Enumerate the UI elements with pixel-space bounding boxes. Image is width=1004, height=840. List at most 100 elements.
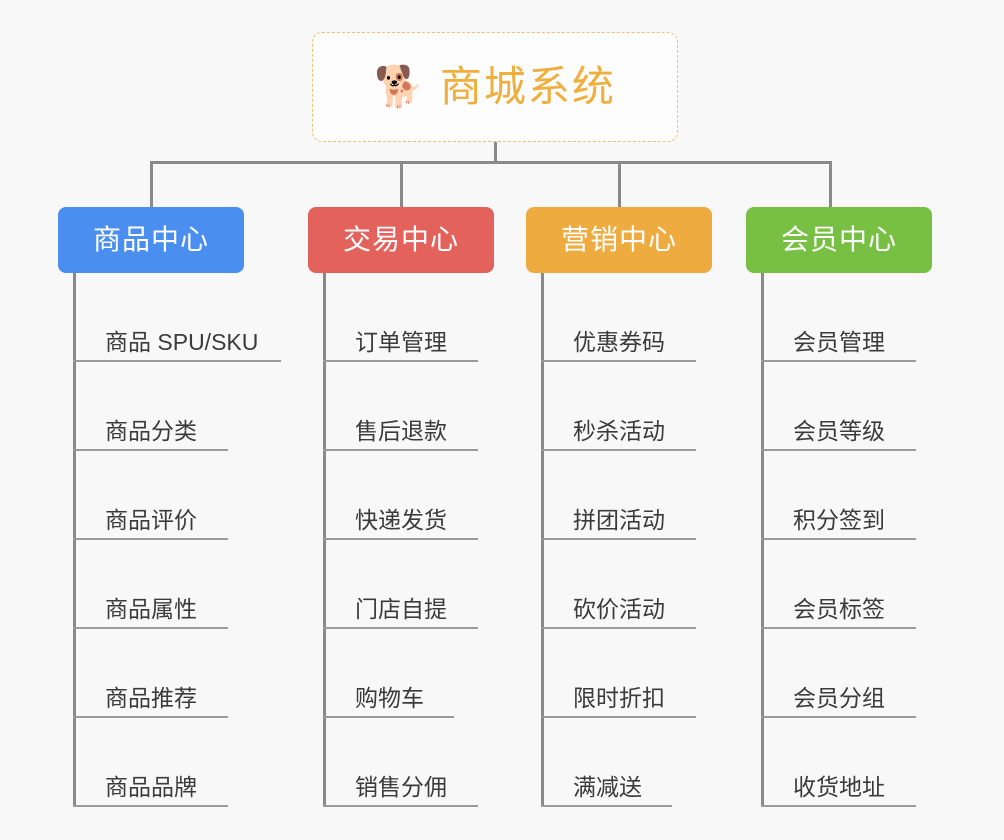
leaf-label: 商品 SPU/SKU (105, 329, 259, 355)
leaf-label: 砍价活动 (573, 596, 665, 622)
leaf-rule (73, 538, 228, 540)
branch-spine (541, 273, 544, 807)
leaf-item[interactable]: 收货地址 (761, 718, 916, 807)
branch-header-member-center[interactable]: 会员中心 (746, 207, 932, 273)
leaf-label: 商品分类 (105, 418, 197, 444)
leaf-label: 收货地址 (793, 774, 885, 800)
leaf-rule (73, 716, 228, 718)
branch-spine (761, 273, 764, 807)
branch-product-center: 商品中心 商品 SPU/SKU 商品分类 商品评价 商品属性 商品推荐 (58, 207, 281, 807)
leaf-label: 商品属性 (105, 596, 197, 622)
leaf-item[interactable]: 购物车 (323, 629, 454, 718)
leaf-label: 销售分佣 (355, 774, 447, 800)
connector-horizontal-bus (150, 161, 832, 164)
connector-drop-trade-center (400, 161, 403, 207)
leaf-rule (761, 716, 916, 718)
root-title: 商城系统 (439, 63, 616, 110)
connector-drop-product-center (150, 161, 153, 207)
leaf-rule (541, 627, 696, 629)
leaf-label: 门店自提 (355, 596, 447, 622)
branch-member-center: 会员中心 会员管理 会员等级 积分签到 会员标签 会员分组 (746, 207, 932, 807)
leaf-rule (761, 449, 916, 451)
leaf-rule (761, 627, 916, 629)
leaf-label: 优惠券码 (573, 329, 665, 355)
branch-header-marketing-center[interactable]: 营销中心 (526, 207, 712, 273)
leaf-rule (323, 360, 478, 362)
leaf-label: 拼团活动 (573, 507, 665, 533)
leaf-item[interactable]: 拼团活动 (541, 451, 696, 540)
leaf-item[interactable]: 砍价活动 (541, 540, 696, 629)
leaf-label: 会员标签 (793, 596, 885, 622)
branch-label: 营销中心 (560, 224, 677, 255)
leaf-item[interactable]: 会员标签 (761, 540, 916, 629)
leaf-rule (73, 805, 228, 807)
leaf-rule (541, 716, 696, 718)
leaf-rule (323, 449, 478, 451)
leaf-rule (541, 538, 696, 540)
leaf-item[interactable]: 秒杀活动 (541, 362, 696, 451)
leaf-rule (73, 449, 228, 451)
leaf-item[interactable]: 限时折扣 (541, 629, 696, 718)
leaf-label: 快递发货 (355, 507, 447, 533)
leaf-label: 商品品牌 (105, 774, 197, 800)
leaf-item[interactable]: 商品评价 (73, 451, 258, 540)
leaf-item[interactable]: 优惠券码 (541, 273, 696, 362)
connector-drop-marketing-center (618, 161, 621, 207)
connector-root-stem (494, 142, 497, 164)
connector-drop-member-center (829, 161, 832, 207)
branch-spine (323, 273, 326, 807)
branch-label: 交易中心 (342, 224, 459, 255)
branch-trade-center: 交易中心 订单管理 售后退款 快递发货 门店自提 购物车 (308, 207, 494, 807)
leaf-rule (541, 360, 696, 362)
leaf-item[interactable]: 销售分佣 (323, 718, 478, 807)
leaf-label: 秒杀活动 (573, 418, 665, 444)
leaf-label: 售后退款 (355, 418, 447, 444)
leaf-list-product-center: 商品 SPU/SKU 商品分类 商品评价 商品属性 商品推荐 商品品牌 (73, 273, 281, 807)
leaf-item[interactable]: 商品品牌 (73, 718, 258, 807)
leaf-list-member-center: 会员管理 会员等级 积分签到 会员标签 会员分组 收货地址 (761, 273, 916, 807)
leaf-label: 会员管理 (793, 329, 885, 355)
leaf-rule (73, 627, 228, 629)
leaf-item[interactable]: 商品推荐 (73, 629, 258, 718)
leaf-rule (323, 716, 454, 718)
leaf-label: 订单管理 (355, 329, 447, 355)
leaf-item[interactable]: 会员管理 (761, 273, 916, 362)
leaf-item[interactable]: 商品 SPU/SKU (73, 273, 281, 362)
leaf-list-trade-center: 订单管理 售后退款 快递发货 门店自提 购物车 销售分佣 (323, 273, 478, 807)
leaf-label: 会员分组 (793, 685, 885, 711)
leaf-rule (323, 538, 478, 540)
shiba-dog-face-icon: 🐕 (374, 65, 424, 109)
branch-header-trade-center[interactable]: 交易中心 (308, 207, 494, 273)
leaf-rule (323, 805, 478, 807)
leaf-item[interactable]: 满减送 (541, 718, 672, 807)
branch-label: 商品中心 (92, 224, 209, 255)
leaf-label: 商品评价 (105, 507, 197, 533)
leaf-rule (541, 449, 696, 451)
leaf-item[interactable]: 售后退款 (323, 362, 478, 451)
branch-header-product-center[interactable]: 商品中心 (58, 207, 244, 273)
leaf-label: 购物车 (355, 685, 424, 711)
leaf-item[interactable]: 快递发货 (323, 451, 478, 540)
leaf-item[interactable]: 商品分类 (73, 362, 258, 451)
leaf-label: 限时折扣 (573, 685, 665, 711)
leaf-label: 积分签到 (793, 507, 885, 533)
root-node[interactable]: 🐕 商城系统 (312, 32, 678, 142)
leaf-item[interactable]: 会员分组 (761, 629, 916, 718)
leaf-rule (541, 805, 672, 807)
leaf-rule (761, 360, 916, 362)
leaf-rule (761, 538, 916, 540)
leaf-rule (73, 360, 281, 362)
leaf-item[interactable]: 订单管理 (323, 273, 478, 362)
branch-marketing-center: 营销中心 优惠券码 秒杀活动 拼团活动 砍价活动 限时折扣 (526, 207, 712, 807)
leaf-item[interactable]: 门店自提 (323, 540, 478, 629)
leaf-rule (323, 627, 478, 629)
leaf-label: 商品推荐 (105, 685, 197, 711)
leaf-rule (761, 805, 916, 807)
branch-label: 会员中心 (780, 224, 897, 255)
leaf-list-marketing-center: 优惠券码 秒杀活动 拼团活动 砍价活动 限时折扣 满减送 (541, 273, 696, 807)
leaf-item[interactable]: 商品属性 (73, 540, 258, 629)
leaf-item[interactable]: 会员等级 (761, 362, 916, 451)
branch-spine (73, 273, 76, 807)
leaf-item[interactable]: 积分签到 (761, 451, 916, 540)
